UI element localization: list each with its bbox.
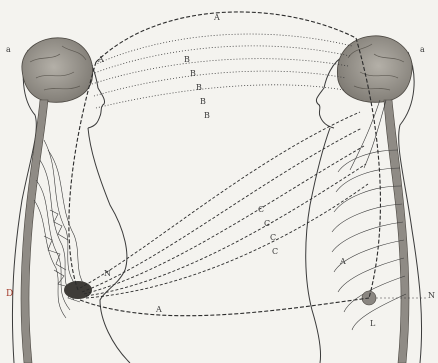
arc-c-4-label: C bbox=[272, 248, 278, 256]
arc-c-4 bbox=[86, 164, 366, 296]
arc-c-group bbox=[80, 112, 368, 298]
letter-l-label: L bbox=[370, 320, 375, 328]
right-spine bbox=[384, 100, 409, 363]
arc-a-top bbox=[96, 12, 356, 62]
arc-c-1-label: C bbox=[258, 206, 264, 214]
arc-c-2-label: C bbox=[264, 220, 270, 228]
left-figure bbox=[12, 38, 130, 363]
arc-b-1 bbox=[92, 34, 352, 66]
arc-b-5 bbox=[96, 85, 344, 108]
arc-a-bottom-label: A bbox=[156, 306, 162, 314]
arc-b-2 bbox=[92, 46, 350, 74]
arc-b-5-label: B bbox=[204, 112, 210, 120]
arc-c-3-label: C bbox=[270, 234, 276, 242]
right-brain bbox=[337, 36, 412, 102]
right-figure bbox=[306, 36, 426, 363]
arc-c-3 bbox=[84, 146, 364, 294]
arc-a-right-label: A bbox=[340, 258, 346, 266]
arc-c-5 bbox=[86, 184, 368, 298]
spine-d-label: D bbox=[6, 290, 13, 299]
arc-b-3-label: B bbox=[196, 84, 202, 92]
arc-b-3 bbox=[92, 59, 348, 84]
arc-b-group bbox=[92, 34, 352, 108]
arc-b-4 bbox=[94, 71, 346, 96]
left-brain bbox=[22, 38, 93, 102]
arc-b-4-label: B bbox=[200, 98, 206, 106]
arc-c-1 bbox=[80, 112, 360, 288]
arc-a-left-label: A bbox=[98, 56, 104, 64]
arc-b-2-label: B bbox=[190, 70, 196, 78]
right-head-marker: a bbox=[420, 46, 425, 54]
arc-c-2 bbox=[82, 128, 362, 292]
arc-a-top-label: A bbox=[214, 14, 220, 22]
arc-a-bottom bbox=[80, 298, 369, 316]
arc-b-1-label: B bbox=[184, 56, 190, 64]
left-head-marker: a bbox=[6, 46, 11, 54]
plexus-n-left-label: N bbox=[104, 270, 111, 278]
plexus-n-right-label: N bbox=[428, 292, 435, 300]
